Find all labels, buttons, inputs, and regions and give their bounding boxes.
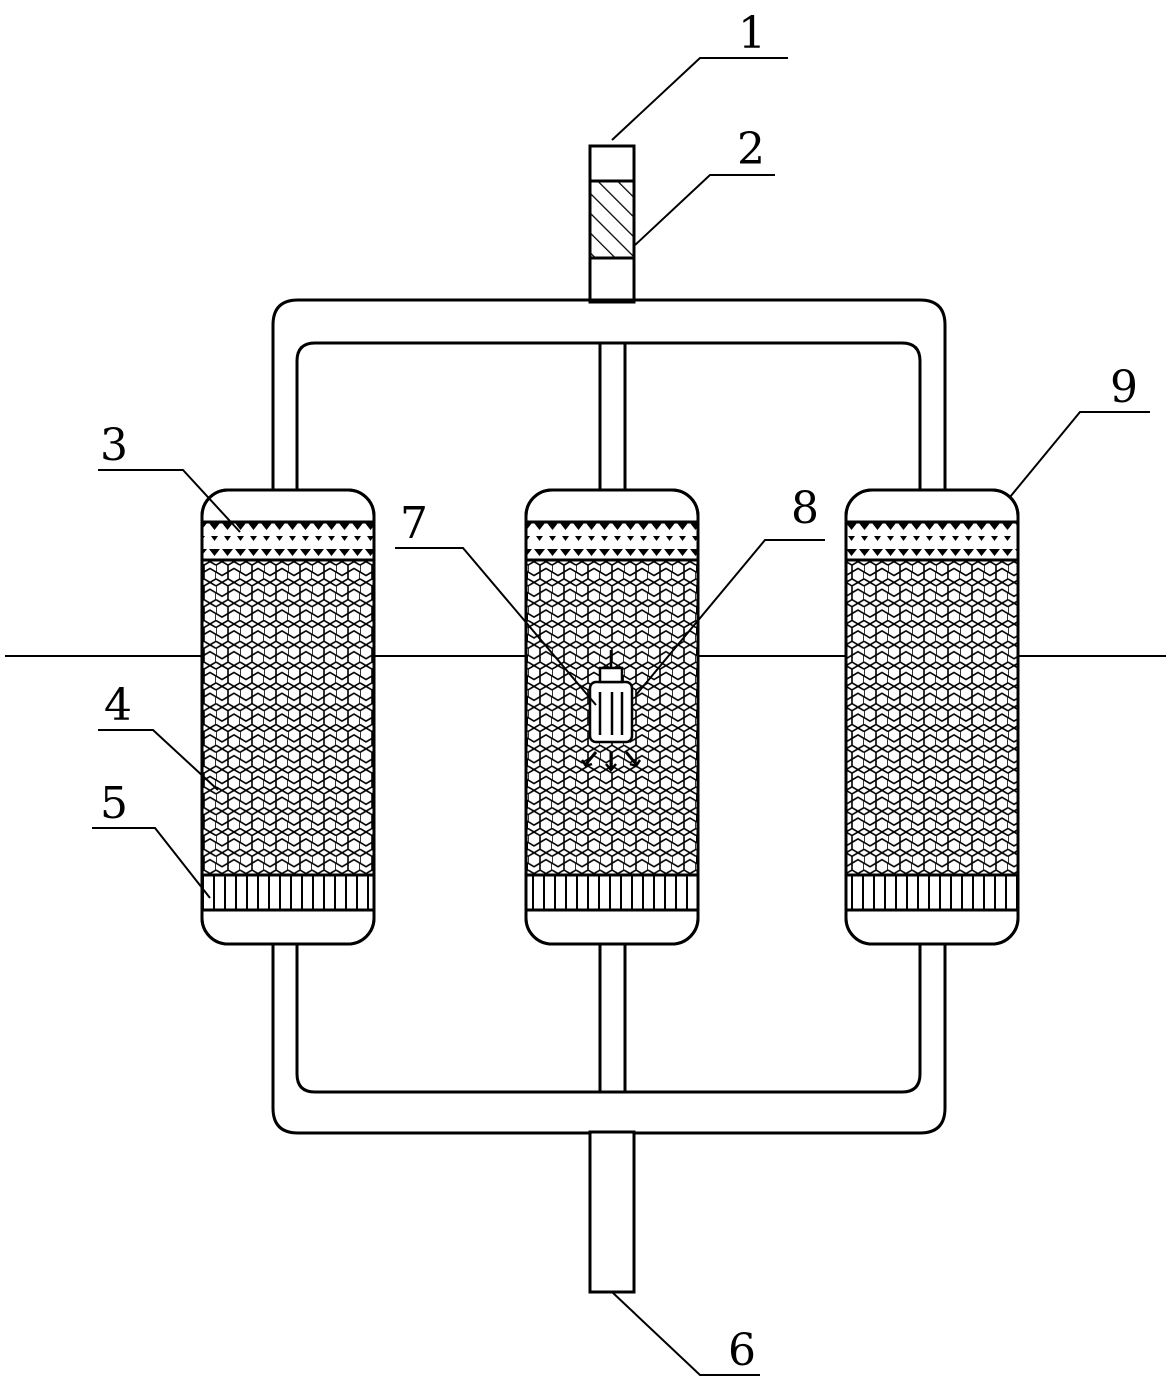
callout-4: 4 — [104, 680, 132, 731]
outlet-pipe — [588, 1130, 636, 1294]
packing-layer — [846, 560, 1018, 875]
callout-7: 7 — [400, 498, 428, 549]
sensor-device — [580, 650, 642, 772]
callout-labels: 1 2 3 4 5 6 7 8 9 — [100, 8, 1138, 1376]
vessel-right — [844, 488, 1020, 946]
vessel-left — [200, 488, 376, 946]
callout-5: 5 — [100, 778, 128, 829]
top-media-layer — [846, 522, 1018, 560]
callout-1: 1 — [738, 8, 766, 59]
leader-6 — [611, 1291, 760, 1376]
leader-2 — [633, 174, 775, 247]
callout-3: 3 — [100, 420, 128, 471]
callout-8: 8 — [791, 483, 819, 534]
callout-leaders — [92, 57, 1150, 1376]
support-layer — [202, 875, 374, 910]
top-media-layer — [202, 522, 374, 560]
leader-9 — [1009, 411, 1150, 498]
inlet-hatched-section — [588, 179, 636, 260]
leader-1 — [611, 57, 788, 141]
packing-layer — [202, 560, 374, 875]
support-layer — [846, 875, 1018, 910]
leader-5 — [92, 827, 211, 899]
inlet-pipe — [588, 144, 636, 304]
leader-8 — [635, 539, 825, 696]
leader-3 — [98, 469, 241, 533]
callout-2: 2 — [737, 124, 765, 175]
top-media-layer — [526, 522, 698, 560]
support-layer — [526, 875, 698, 910]
callout-9: 9 — [1110, 362, 1138, 413]
callout-6: 6 — [728, 1325, 756, 1376]
leader-7 — [395, 547, 597, 706]
leader-4 — [98, 729, 219, 791]
